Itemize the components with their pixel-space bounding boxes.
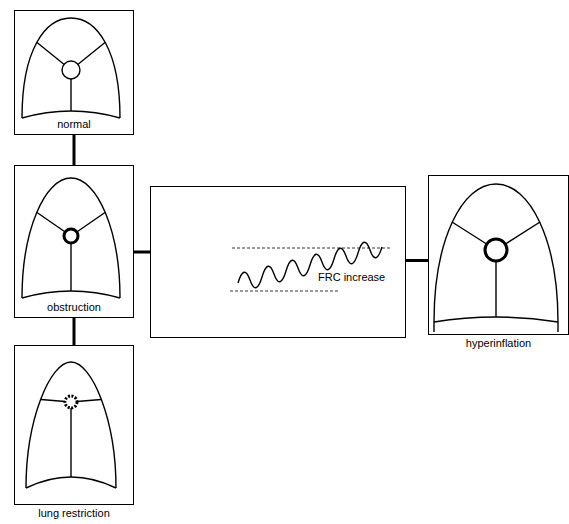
panel-box: obstruction [14,165,134,318]
restriction-chest [26,362,116,488]
obstruction-chest [22,178,120,298]
panel-box: lung restriction [14,345,134,505]
panel-box: FRC increase [150,186,406,338]
connector-line [134,251,150,254]
panel-box: hyperinflation [428,175,569,335]
normal-chest [22,18,120,118]
panel-label: normal [15,118,133,131]
frc-trace [230,242,390,291]
panel-label: FRC increase [316,271,387,284]
connector-line [73,135,76,165]
panel-label: hyperinflation [429,337,568,350]
panel-label: obstruction [15,301,133,314]
hyperinflation-chest [434,184,558,332]
panel-label: lung restriction [15,507,133,520]
connector-line [73,318,76,345]
connector-line [406,259,428,262]
panel-box: normal [14,10,134,135]
